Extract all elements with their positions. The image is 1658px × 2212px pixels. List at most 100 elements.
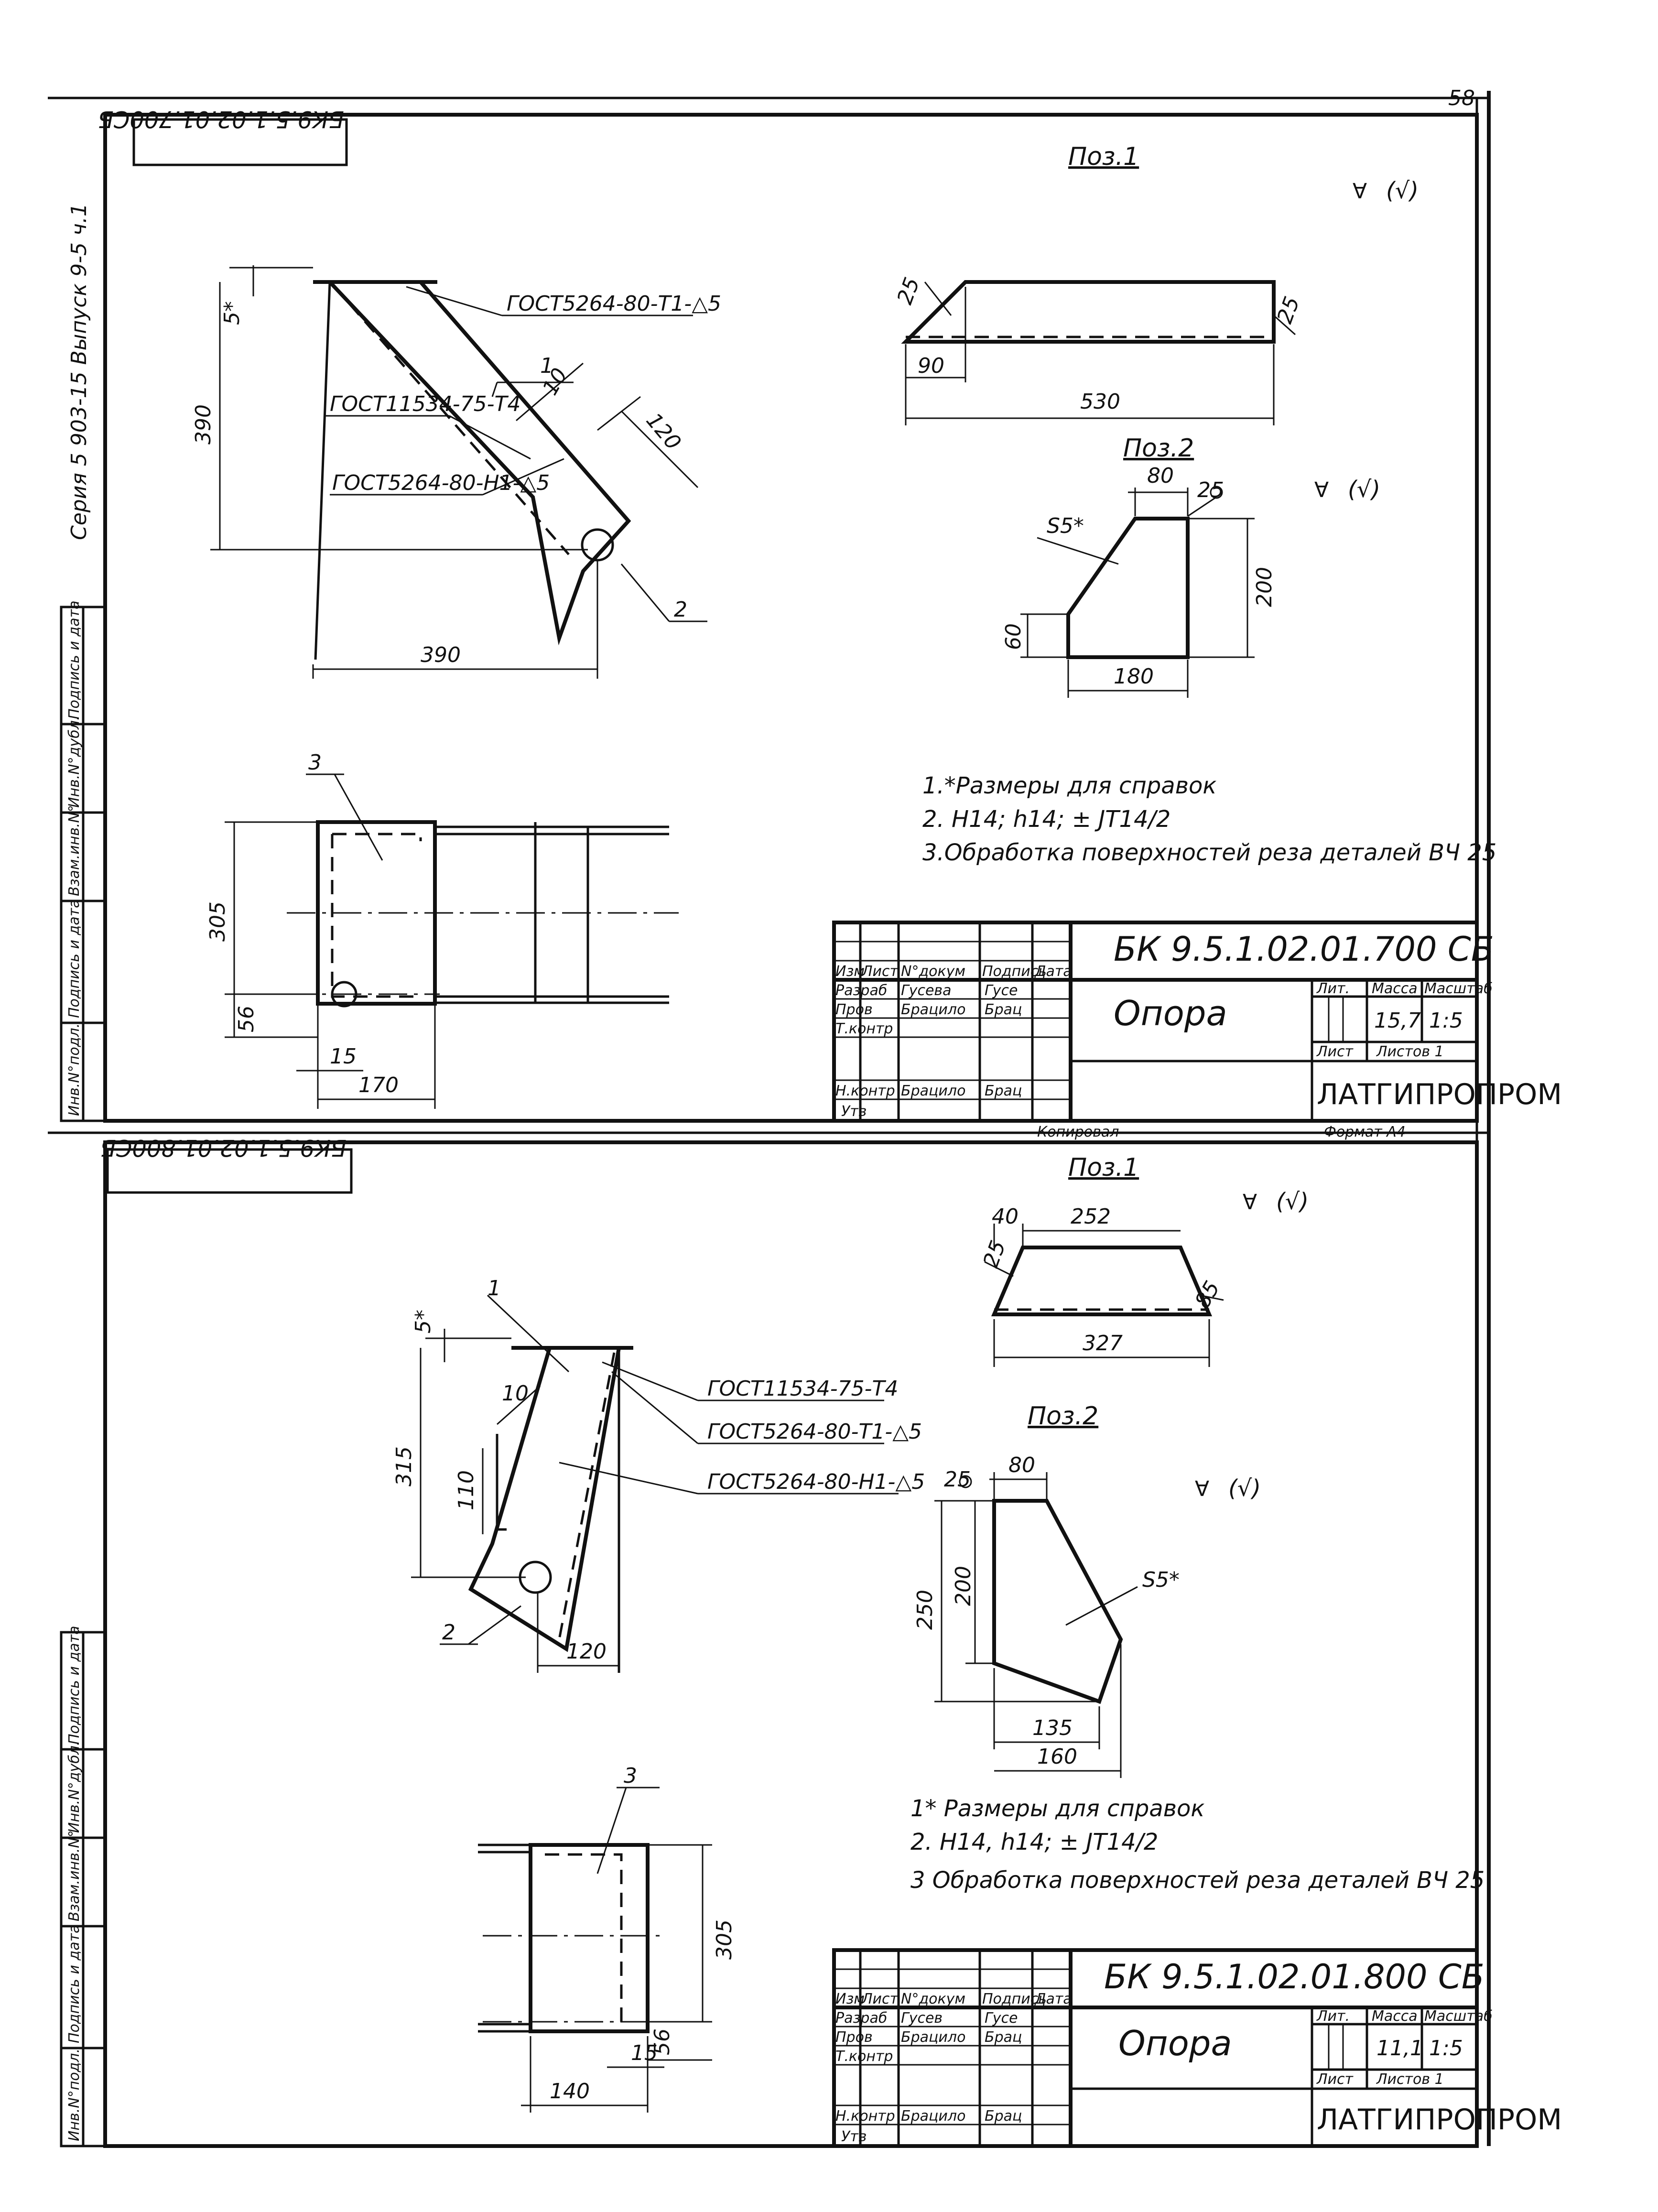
pos2-title-2: Поз.2 (1028, 1402, 1098, 1431)
tb2-col-doc: N°докум (901, 1991, 965, 2007)
title-block-sheet-label: Лист (1316, 1043, 1354, 1060)
tb-row-role-4: Н.контр (835, 1083, 895, 1099)
series-label: Серия 5 903-15 Выпуск 9-5 ч.1 (67, 203, 91, 540)
callout2-gost-top: ГОСТ11534-75-Т4 (707, 1377, 898, 1401)
tb-col-doc: N°докум (901, 963, 965, 980)
dim2-315: 315 (392, 1446, 416, 1486)
tb2-col-list: Лист (861, 1991, 899, 2007)
p1-dim-25-a: 25 (892, 274, 924, 308)
dim-390-v: 390 (191, 404, 216, 445)
title-block-doc-number: БК 9.5.1.02.01.700 СБ (1114, 930, 1494, 969)
p2-dim-200: 200 (1252, 567, 1277, 607)
dim2-120: 120 (566, 1639, 607, 1664)
side2-label-5: Подпись и дата (66, 1626, 83, 1745)
pos1-detail-2: Поз.1 ∀ (√) 40 252 25 85 327 (978, 1153, 1309, 1367)
dim2-5: 5* (411, 1310, 435, 1334)
callout2-gost-mid: ГОСТ5264-80-Т1-△5 (707, 1420, 922, 1444)
tb2-row-sign-2: Брац (985, 2029, 1022, 2046)
side2-label-1: Инв.N°подл. (66, 2049, 83, 2141)
sheet-2: БК9.5.1.02.01.800СБ Инв.N°подл. Подпись … (60, 1134, 1562, 2148)
tb-row-sign-4: Брац (985, 1083, 1022, 1099)
title-block2-org: ЛАТГИПРОПРОМ (1317, 2103, 1562, 2136)
side-label-4: Инв.N°дубл. (66, 716, 83, 808)
tb-row-name-4: Брацило (901, 1083, 965, 1099)
tb2-col-sign: Подпись (982, 1991, 1047, 2007)
side-label-1: Инв.N°подл. (66, 1023, 83, 1116)
dim2-140: 140 (550, 2079, 590, 2104)
title-block-2: БК 9.5.1.02.01.800 СБ Опора ЛАТГИПРОПРОМ… (832, 1948, 1562, 2148)
format-label: Формат А4 (1324, 1124, 1406, 1140)
p2b-dim-135: 135 (1032, 1716, 1073, 1740)
tb-row-role-2: Пров (835, 1001, 873, 1018)
p2b-dim-s5: S5* (1142, 1568, 1180, 1592)
tb-row-role-5: Утв (841, 1103, 867, 1120)
document-stamp: БК9.5.1.02.01.700СБ (98, 106, 348, 166)
p2b-dim-250: 250 (913, 1590, 937, 1630)
side2-label-3: Взам.инв.N° (66, 1830, 83, 1921)
p2-dim-25: 25 (1197, 478, 1224, 502)
tb2-row-sign-1: Гусе (985, 2010, 1018, 2027)
technical-notes-2: 1* Размеры для справок 2. H14, h14; ± JT… (910, 1795, 1485, 1894)
note-1: 1.*Размеры для справок (922, 772, 1216, 799)
pos2-detail-2: Поз.2 ∀ (√) 80 25 250 200 S5* 135 (913, 1402, 1261, 1778)
tb2-row-role-1: Разраб (835, 2010, 887, 2027)
title-block-scale: 1:5 (1429, 1008, 1463, 1033)
tb-row-sign-1: Гусе (985, 982, 1018, 999)
title-block2-mass: 11,1 (1376, 2036, 1423, 2060)
dim2-10: 10 (502, 1381, 529, 1406)
title-block2-lit-label: Лит. (1316, 2008, 1350, 2025)
side-stamp-2: Инв.N°подл. Подпись и дата Взам.инв.N° И… (60, 1626, 107, 2147)
p1b-dim-25: 25 (978, 1237, 1010, 1271)
side2-label-4: Инв.N°дубл. (66, 1741, 83, 1833)
title-block-lit-label: Лит. (1316, 980, 1350, 997)
tb2-col-date: Дата (1034, 1991, 1072, 2007)
page-frame: 58 (48, 86, 1491, 2146)
p1-dim-530: 530 (1080, 390, 1120, 414)
sheet-1: БК9.5.1.02.01.700СБ Серия 5 903-15 Выпус… (48, 106, 1562, 1140)
title-block2-sheets-label: Листов 1 (1376, 2071, 1444, 2088)
tb2-row-role-3: Т.контр (835, 2048, 893, 2065)
tb-col-izm: Изм (835, 963, 865, 980)
callout-gost-top: ГОСТ5264-80-Т1-△5 (507, 292, 721, 316)
tb-row-role-3: Т.контр (835, 1020, 893, 1037)
dim-390-h: 390 (421, 643, 461, 667)
roughness2-2: (√) (1228, 1475, 1261, 1502)
p1-dim-25-b: 25 (1272, 293, 1304, 327)
pos1-detail: Поз.1 ∀ (√) 25 25 90 530 (892, 142, 1419, 425)
callout2-part-2: 2 (442, 1620, 455, 1645)
dim-5: 5* (220, 301, 244, 325)
p1b-dim-252: 252 (1071, 1204, 1111, 1229)
p1b-dim-327: 327 (1083, 1331, 1123, 1355)
side-view-2: 3 305 56 15 140 (478, 1764, 737, 2113)
dim2-305: 305 (712, 1919, 737, 1960)
title-block-title: Опора (1114, 993, 1227, 1033)
p2-dim-180: 180 (1114, 664, 1154, 689)
roughness2-1: (√) (1276, 1188, 1309, 1215)
dim-305: 305 (206, 901, 230, 942)
title-block2-scale-label: Масштаб (1424, 2008, 1493, 2025)
callout-part-1: 1 (540, 354, 553, 378)
p2b-dim-80: 80 (1008, 1453, 1035, 1477)
tb2-row-sign-4: Брац (985, 2108, 1022, 2125)
dim-170: 170 (358, 1073, 399, 1097)
title-block-mass-label: Масса (1372, 980, 1418, 997)
note-3: 3.Обработка поверхностей реза деталей ВЧ… (922, 839, 1496, 866)
tb2-row-role-5: Утв (841, 2128, 867, 2145)
callout2-gost-low: ГОСТ5264-80-Н1-△5 (707, 1470, 925, 1494)
tb-row-name-2: Брацило (901, 1001, 965, 1018)
tb2-row-name-2: Брацило (901, 2029, 965, 2046)
roughness-1: (√) (1386, 177, 1419, 204)
tb2-col-izm: Изм (835, 1991, 865, 2007)
title-block2-mass-label: Масса (1372, 2008, 1418, 2025)
p2-dim-80: 80 (1147, 464, 1174, 488)
pos2-detail: Поз.2 ∀ (√) 80 25 S5* 200 60 180 (1001, 434, 1380, 698)
roughness2-mark-2: ∀ (1195, 1477, 1209, 1501)
dim2-110: 110 (454, 1470, 478, 1510)
p2b-dim-200: 200 (951, 1566, 975, 1606)
roughness-2: (√) (1348, 476, 1380, 503)
pos1-title-2: Поз.1 (1068, 1153, 1139, 1182)
side-label-2: Подпись и дата (66, 900, 83, 1019)
tb2-row-name-1: Гусев (901, 2010, 943, 2027)
dim2-56: 56 (650, 2028, 674, 2055)
